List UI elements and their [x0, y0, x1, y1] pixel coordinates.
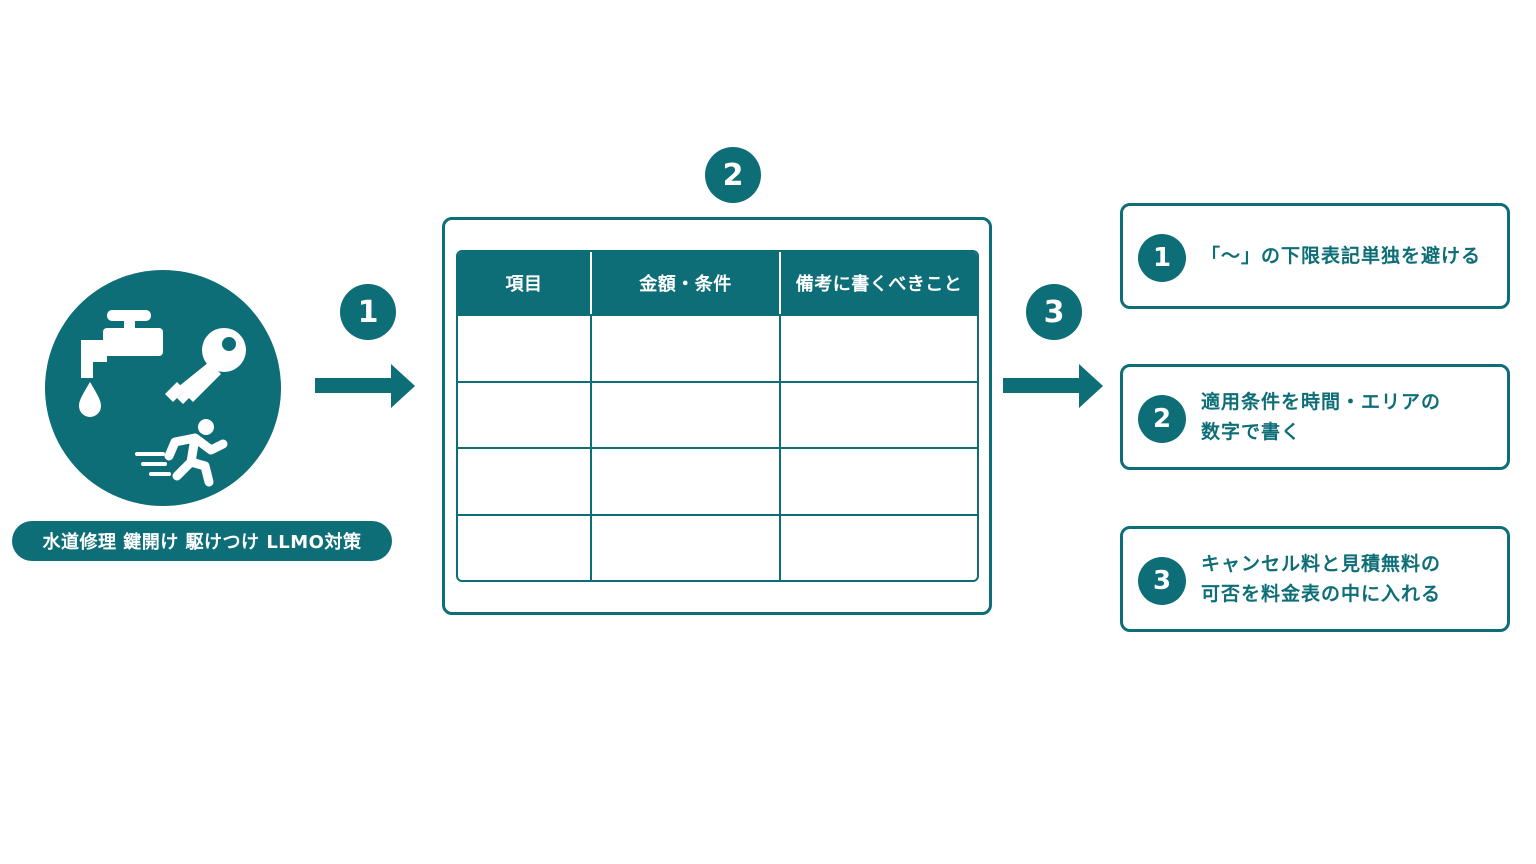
table-cell: [781, 513, 977, 581]
price-table-header-notes: 備考に書くべきこと: [781, 252, 977, 314]
table-cell: [781, 314, 977, 381]
point-3-line-2: 可否を料金表の中に入れる: [1201, 583, 1442, 605]
step-3-number: 3: [1043, 294, 1065, 330]
step-3-badge: 3: [1026, 284, 1082, 340]
arrow-right-icon: [315, 364, 415, 408]
table-cell: [458, 380, 592, 447]
price-table-frame: [442, 217, 992, 615]
point-2-line-2: 数字で書く: [1201, 421, 1302, 443]
table-cell: [781, 380, 977, 448]
point-3-badge: 3: [1138, 557, 1186, 605]
step-2-badge: 2: [705, 147, 761, 203]
point-card-2: 2 適用条件を時間・エリアの 数字で書く: [1120, 364, 1510, 470]
table-cell: [781, 447, 977, 514]
price-table: 項目 金額・条件 備考に書くべきこと: [456, 250, 979, 582]
table-cell: [458, 314, 592, 381]
table-row: [458, 513, 977, 581]
service-icon-circle: [45, 270, 281, 506]
service-label-pill: 水道修理 鍵開け 駆けつけ LLMO対策: [12, 521, 392, 561]
point-2-line-1: 適用条件を時間・エリアの: [1201, 391, 1442, 413]
table-cell: [458, 447, 592, 514]
price-table-header-row: 項目 金額・条件 備考に書くべきこと: [458, 252, 977, 314]
table-cell: [458, 513, 592, 580]
point-3-line-1: キャンセル料と見積無料の: [1201, 553, 1442, 575]
table-row: [458, 380, 977, 448]
step-1-badge: 1: [340, 284, 396, 340]
point-1-badge: 1: [1138, 234, 1186, 282]
point-3-text: キャンセル料と見積無料の 可否を料金表の中に入れる: [1201, 529, 1497, 629]
service-icons-graphic: [45, 270, 281, 506]
step-1-number: 1: [357, 294, 379, 330]
point-2-number: 2: [1152, 404, 1172, 434]
point-2-badge: 2: [1138, 395, 1186, 443]
price-table-header-item: 項目: [458, 252, 592, 314]
table-cell: [592, 447, 781, 514]
point-2-text: 適用条件を時間・エリアの 数字で書く: [1201, 367, 1497, 467]
point-card-3: 3 キャンセル料と見積無料の 可否を料金表の中に入れる: [1120, 526, 1510, 632]
price-table-header-amount: 金額・条件: [592, 252, 781, 314]
water-drop-icon: [79, 382, 101, 417]
point-card-1: 1 「〜」の下限表記単独を避ける: [1120, 203, 1510, 309]
table-row: [458, 314, 977, 381]
point-1-text: 「〜」の下限表記単独を避ける: [1201, 206, 1497, 306]
running-person-icon: [135, 419, 228, 487]
point-3-number: 3: [1152, 566, 1172, 596]
table-cell: [592, 314, 781, 381]
service-label: 水道修理 鍵開け 駆けつけ LLMO対策: [42, 532, 362, 553]
point-1-number: 1: [1152, 243, 1172, 273]
step-2-number: 2: [722, 157, 744, 193]
point-1-line-1: 「〜」の下限表記単独を避ける: [1201, 245, 1482, 267]
arrow-right-icon: [1003, 364, 1103, 408]
table-cell: [592, 380, 781, 447]
faucet-icon: [81, 310, 163, 378]
table-cell: [592, 513, 781, 580]
key-icon: [165, 328, 246, 404]
table-row: [458, 447, 977, 514]
